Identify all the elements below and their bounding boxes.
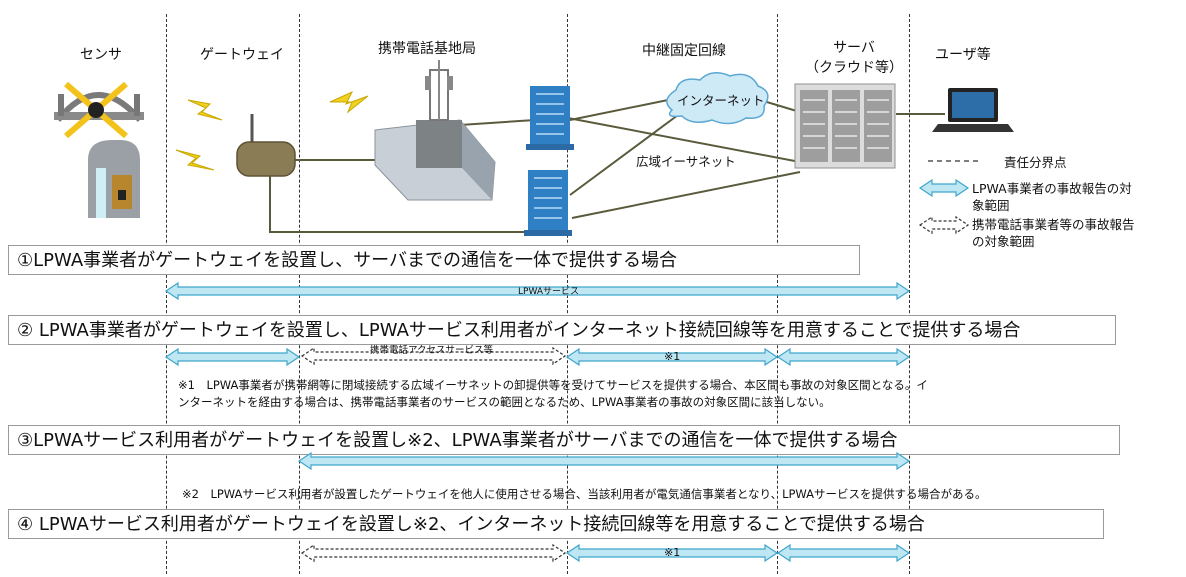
network-diagram: インターネット 広域イーサネット [54,60,1014,236]
case3-lpwa-arrow [297,451,911,471]
base-station-icon [374,60,496,201]
note-1-line-2: ンターネットを経由する場合は、携帯電話事業者のサービスの範囲となるため、LPWA… [178,395,831,409]
case4-mobile-arrow [300,543,567,563]
mobile-access-label: 携帯電話アクセスサービス等 [370,345,494,356]
note1-mark-case2: ※1 [664,350,681,363]
case1-lpwa-arrow [164,281,911,301]
building-icon [526,86,574,150]
legend-carrier-arrow [918,215,970,235]
bridge-icon [54,81,144,139]
case2-lpwa-arrow-c [776,347,911,367]
case2-mobile-arrow [300,346,567,366]
dam-sensor-icon [88,140,140,218]
responsibility-boundary-5 [909,14,910,574]
internet-label: インターネット [677,93,765,108]
server-rack-icon [794,83,896,169]
note-1-line-1: ※1 LPWA事業者が携帯網等に閉域接続する広域イーサネットの卸提供等を受けてサ… [178,378,928,392]
header-gateway: ゲートウェイ [200,47,284,63]
legend-lpwa-label: LPWA事業者の事故報告の対象範囲 [972,181,1132,213]
note-2: ※2 LPWAサービス利用者が設置したゲートウェイを他人に使用させる場合、当該利… [182,487,987,501]
legend-carrier-label: 携帯電話事業者等の事故報告の対象範囲 [972,217,1135,249]
header-user: ユーザ等 [935,47,991,63]
cloud-icon [666,72,769,125]
laptop-icon [932,88,1014,132]
case-3-box: ③LPWAサービス利用者がゲートウェイを設置し※2、LPWA事業者がサーバまでの… [8,425,1120,455]
lpwa-service-label: LPWAサービス [518,287,580,297]
wireless-icon [175,90,369,171]
gateway-device-icon [236,114,296,177]
case-1-box: ①LPWA事業者がゲートウェイを設置し、サーバまでの通信を一体で提供する場合 [8,245,860,275]
case-2-box: ② LPWA事業者がゲートウェイを設置し、LPWAサービス利用者がインターネット… [8,315,1116,345]
case2-lpwa-arrow-a [164,347,301,367]
case-4-box: ④ LPWAサービス利用者がゲートウェイを設置し※2、インターネット接続回線等を… [8,509,1104,539]
legend-lpwa-arrow [918,178,970,198]
responsibility-boundary-1 [166,14,167,574]
note1-mark-case4: ※1 [664,546,681,559]
building-icon-2 [524,170,572,236]
header-relay-line: 中継固定回線 [642,43,726,59]
header-server: サーバ （クラウド等） [805,40,903,76]
legend-boundary-label: 責任分界点 [1004,155,1067,170]
case4-lpwa-arrow-b [776,543,911,563]
header-base-station: 携帯電話基地局 [378,41,476,57]
header-sensor: センサ [80,47,122,63]
wide-ethernet-label: 広域イーサネット [636,154,736,169]
